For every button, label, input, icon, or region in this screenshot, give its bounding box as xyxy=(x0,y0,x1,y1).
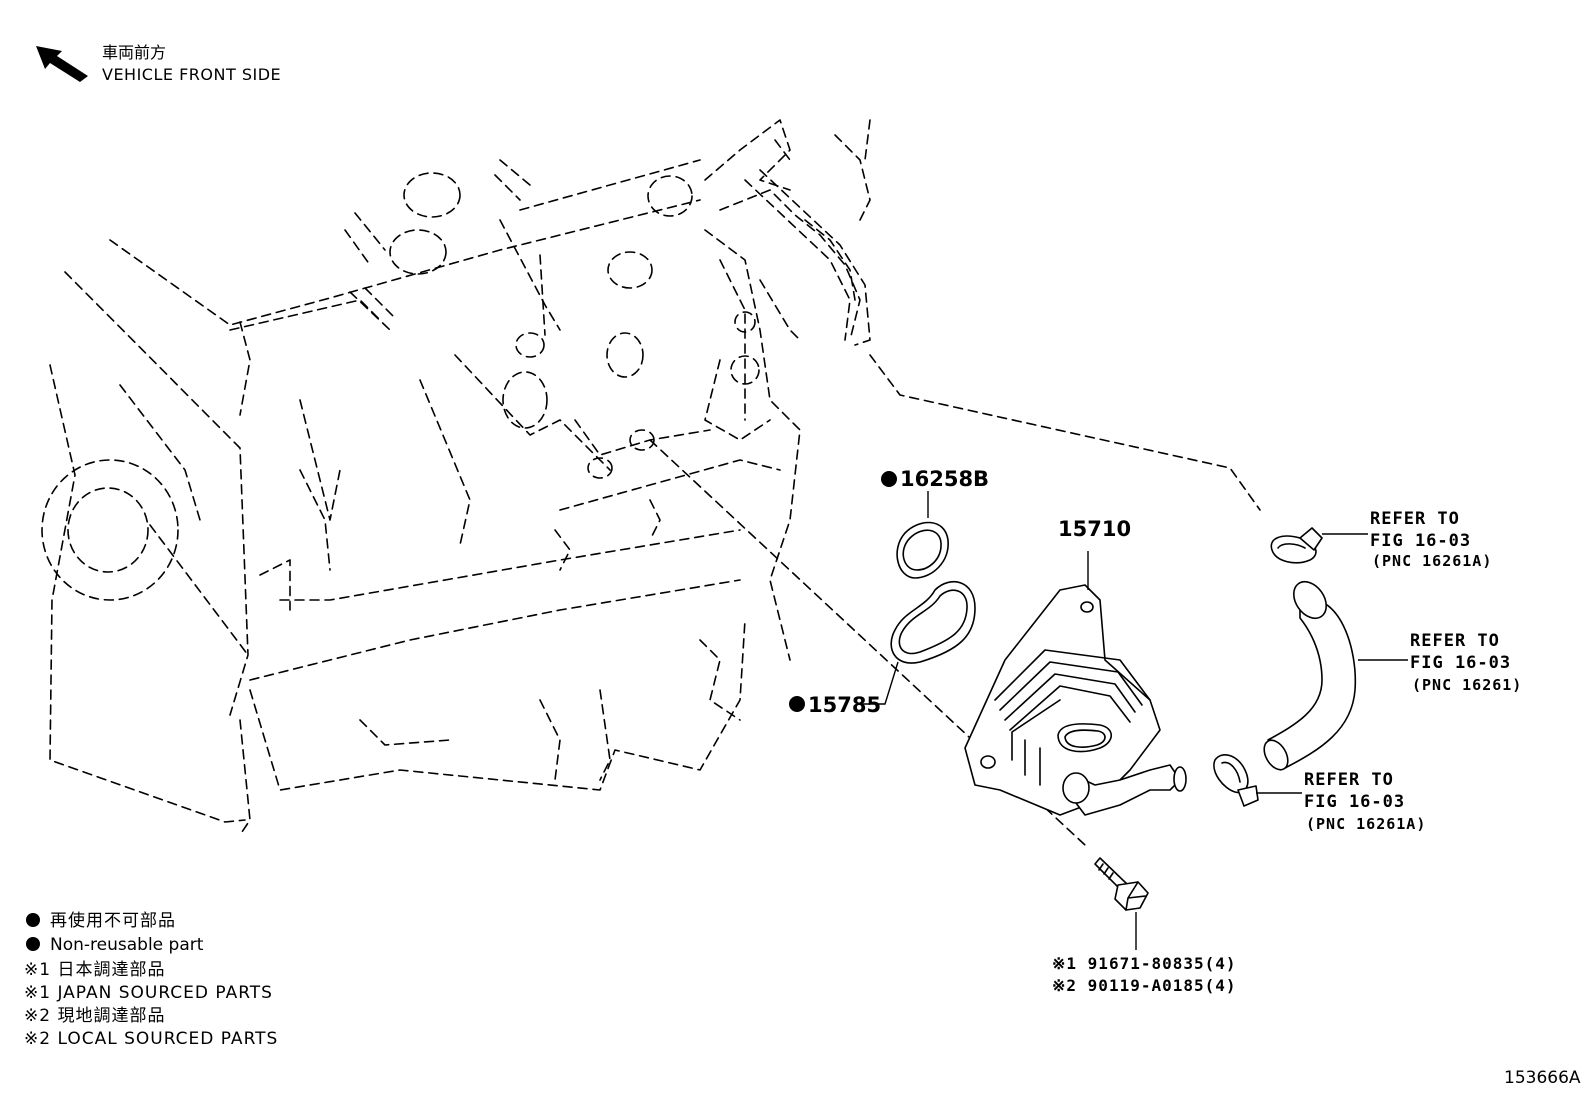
bolt-number-local: ※2 90119-A0185(4) xyxy=(1052,976,1237,995)
legend-japan-jp: ※1 日本調達部品 xyxy=(24,960,165,980)
hose-clamp-upper[interactable] xyxy=(1270,527,1323,564)
gasket-15785[interactable] xyxy=(890,580,976,664)
non-reusable-dot-15785 xyxy=(789,696,805,712)
ref-upper-pnc: (PNC 16261A) xyxy=(1372,552,1492,570)
hose-clamp-lower[interactable] xyxy=(1213,754,1259,807)
legend: 再使用不可部品 Non-reusable part ※1 日本調達部品 ※1 J… xyxy=(24,910,278,1049)
bolt-number-japan: ※1 91671-80835(4) xyxy=(1052,954,1237,973)
bolt[interactable] xyxy=(1094,857,1149,911)
ref-hose-pnc: (PNC 16261) xyxy=(1412,676,1522,694)
ref-upper-refer: REFER TO xyxy=(1370,509,1460,529)
engine-block-outline xyxy=(41,119,871,836)
legend-local-en: ※2 LOCAL SOURCED PARTS xyxy=(24,1029,278,1049)
part-number-15785: 15785 xyxy=(808,693,881,717)
leader-15785 xyxy=(860,661,899,705)
coolant-hose[interactable] xyxy=(1259,576,1357,774)
part-number-15710: 15710 xyxy=(1058,517,1131,541)
arrow-up-left-icon xyxy=(36,46,88,82)
ref-hose-fig: FIG 16-03 xyxy=(1410,653,1511,673)
legend-non-reusable-en: Non-reusable part xyxy=(50,935,204,955)
part-number-16258b: 16258B xyxy=(900,467,989,491)
non-reusable-dot-16258b xyxy=(881,471,897,487)
illustration-id: 153666A xyxy=(1504,1068,1581,1088)
ref-hose-refer: REFER TO xyxy=(1410,631,1500,651)
vehicle-front-indicator: 車両前方 VEHICLE FRONT SIDE xyxy=(36,43,281,84)
gasket-16258b[interactable] xyxy=(896,521,949,579)
legend-dot-icon xyxy=(26,937,40,951)
ref-upper-fig: FIG 16-03 xyxy=(1370,531,1471,551)
front-label-jp: 車両前方 xyxy=(102,43,166,62)
legend-japan-en: ※1 JAPAN SOURCED PARTS xyxy=(24,983,273,1003)
legend-dot-icon xyxy=(26,913,40,927)
legend-non-reusable-jp: 再使用不可部品 xyxy=(50,910,176,931)
ref-lower-fig: FIG 16-03 xyxy=(1304,792,1405,812)
ref-lower-pnc: (PNC 16261A) xyxy=(1306,815,1426,833)
oil-cooler-15710[interactable] xyxy=(964,584,1187,816)
front-label-en: VEHICLE FRONT SIDE xyxy=(102,65,281,84)
legend-local-jp: ※2 現地調達部品 xyxy=(24,1006,165,1026)
ref-lower-refer: REFER TO xyxy=(1304,770,1394,790)
hose-routing-line xyxy=(869,354,1261,511)
